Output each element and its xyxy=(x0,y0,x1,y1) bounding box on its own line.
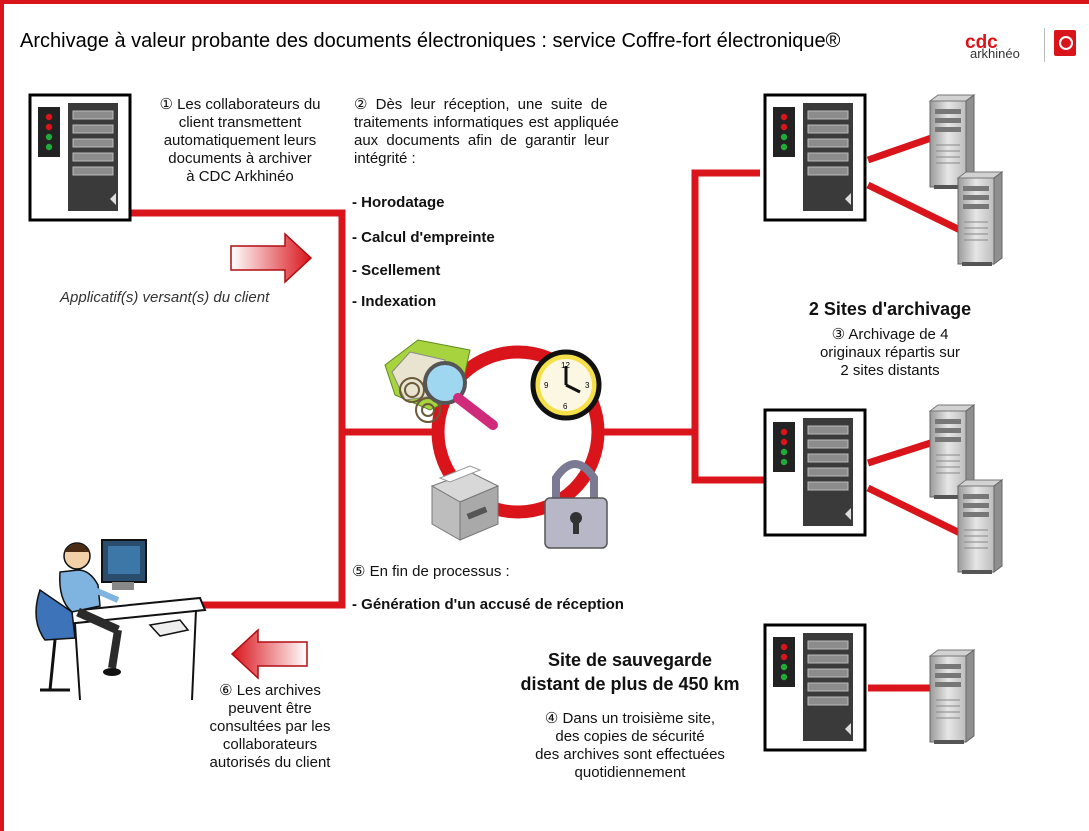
svg-text:3: 3 xyxy=(585,381,590,390)
archive-site-2-rack-icon xyxy=(763,408,867,537)
printer-icon xyxy=(430,465,500,541)
archive-sites-line: 2 sites distants xyxy=(840,362,940,379)
seal-icon xyxy=(1054,30,1076,56)
archive-site-1-rack-icon xyxy=(763,93,867,222)
tower-pc-icon xyxy=(929,649,975,745)
step1-line: client transmettent xyxy=(178,114,302,131)
fingerprint-magnifier-icon xyxy=(384,339,498,430)
archive-sites-line: originaux répartis sur xyxy=(819,344,961,361)
step2-line: aux documents afin de garantir leur xyxy=(354,132,610,149)
step6-text: ⑥ Les archives peuvent être consultées p… xyxy=(170,682,370,772)
tower-pc-icon xyxy=(957,479,1003,575)
logo-brand: cdc xyxy=(965,32,998,53)
step2-item-horodatage: - Horodatage xyxy=(352,194,445,211)
step2-line: intégrité : xyxy=(354,150,416,167)
step1-line: ① Les collaborateurs du xyxy=(159,96,321,113)
step6-line: autorisés du client xyxy=(209,754,331,771)
slide-title: Archivage à valeur probante des document… xyxy=(20,30,841,52)
svg-text:12: 12 xyxy=(561,361,570,370)
cdc-arkhineo-logo: cdc arkhinéo xyxy=(962,26,1082,66)
backup-site-heading: Site de sauvegarde distant de plus de 45… xyxy=(500,648,760,696)
svg-text:6: 6 xyxy=(563,402,568,411)
processing-ring xyxy=(431,345,605,519)
step2-line: traitements informatiques est appliquée xyxy=(354,114,619,131)
archive-sites-heading: 2 Sites d'archivage xyxy=(808,299,972,319)
backup-site-text: ④ Dans un troisième site, des copies de … xyxy=(500,710,760,782)
step6-line: ⑥ Les archives xyxy=(219,682,321,699)
connection-lines xyxy=(128,131,962,692)
step6-line: peuvent être xyxy=(228,700,312,717)
archive-sites-line: ③ Archivage de 4 xyxy=(831,326,949,343)
backup-heading-line: distant de plus de 450 km xyxy=(520,674,740,694)
backup-line: des archives sont effectuées xyxy=(535,746,725,763)
backup-line: des copies de sécurité xyxy=(555,728,705,745)
backup-heading-line: Site de sauvegarde xyxy=(547,650,713,670)
step5-item: - Génération d'un accusé de réception xyxy=(352,596,624,613)
backup-line: ④ Dans un troisième site, xyxy=(544,710,716,727)
tower-pc-icon xyxy=(957,171,1003,267)
clock-icon: 12 3 6 9 xyxy=(530,349,602,421)
step5-text: ⑤ En fin de processus : xyxy=(352,563,510,580)
step1-line: documents à archiver xyxy=(168,150,312,167)
step2-item-scellement: - Scellement xyxy=(352,262,441,279)
logo-separator xyxy=(1044,28,1045,62)
step2-item-empreinte: - Calcul d'empreinte xyxy=(352,229,495,246)
step1-text: ① Les collaborateurs du client transmett… xyxy=(135,96,345,186)
step2-line: ② Dès leur réception, une suite de xyxy=(354,96,608,113)
step6-line: consultées par les xyxy=(209,718,331,735)
step2-item-indexation: - Indexation xyxy=(352,293,437,310)
step1-line: à CDC Arkhinéo xyxy=(186,168,294,185)
client-server-rack-icon xyxy=(28,93,132,222)
logo-sub: arkhinéo xyxy=(970,46,1020,61)
archive-sites-text: ③ Archivage de 4 originaux répartis sur … xyxy=(775,326,1005,380)
arrow-left-icon xyxy=(230,628,308,680)
step1-line: automatiquement leurs xyxy=(163,132,317,149)
svg-text:9: 9 xyxy=(544,381,549,390)
step6-line: collaborateurs xyxy=(222,736,318,753)
step2-text: ② Dès leur réception, une suite de trait… xyxy=(354,96,699,168)
padlock-icon xyxy=(544,460,608,549)
arrow-right-icon xyxy=(230,232,313,284)
user-at-computer-icon xyxy=(35,539,207,701)
backup-line: quotidiennement xyxy=(574,764,686,781)
backup-site-rack-icon xyxy=(763,623,867,752)
client-apps-label: Applicatif(s) versant(s) du client xyxy=(60,289,270,306)
